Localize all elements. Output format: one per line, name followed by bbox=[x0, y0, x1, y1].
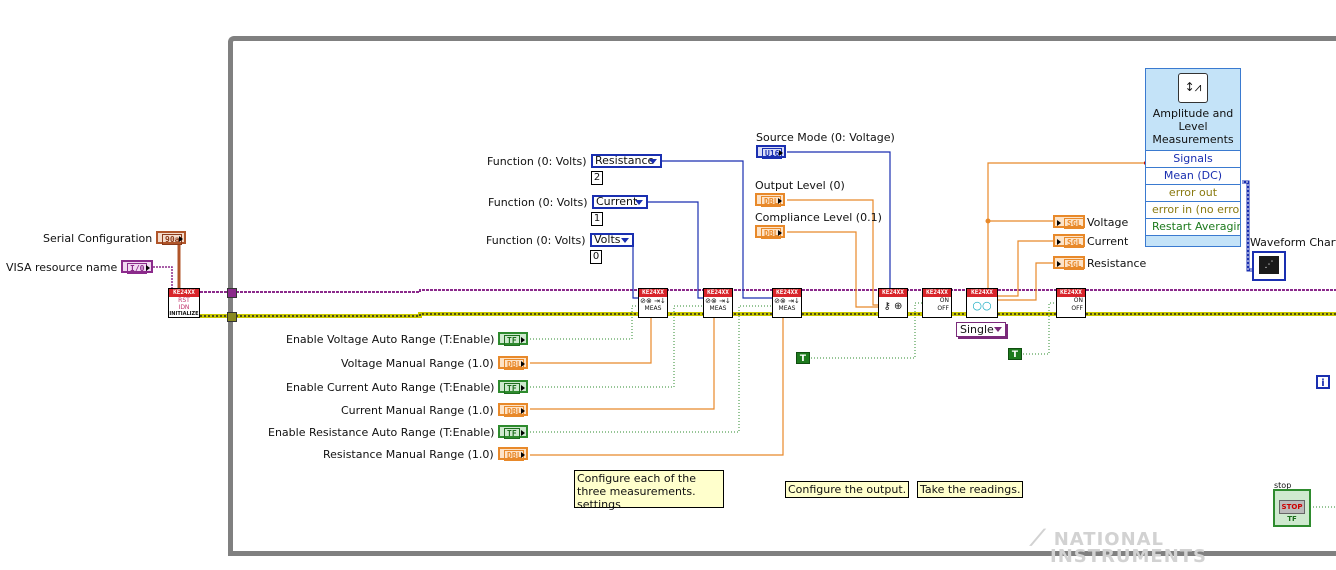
stop-label: stop bbox=[1274, 481, 1292, 490]
terminal-arrow-icon bbox=[179, 236, 183, 242]
true-constant-output[interactable]: T bbox=[796, 352, 810, 364]
dropdown-arrow-icon bbox=[621, 238, 629, 243]
terminal-mean-dc[interactable]: Mean (DC) bbox=[1146, 167, 1240, 184]
ring-index-0: 0 bbox=[590, 250, 602, 264]
function-ring-current[interactable]: Current bbox=[592, 195, 648, 209]
serial-configuration-terminal[interactable]: 90a bbox=[156, 231, 186, 245]
terminal-restart-averaging[interactable]: Restart Averaging bbox=[1146, 218, 1240, 235]
enable-current-auto-range-label: Enable Current Auto Range (T:Enable) bbox=[286, 381, 495, 394]
terminal-arrow-icon bbox=[778, 198, 782, 204]
ring-index-2: 2 bbox=[591, 171, 603, 185]
comment-configure-output: Configure the output. bbox=[785, 481, 910, 498]
waveform-chart-label: Waveform Chart bbox=[1250, 236, 1336, 249]
dropdown-arrow-icon bbox=[649, 159, 657, 164]
terminal-arrow-icon bbox=[521, 452, 525, 458]
voltage-label: Voltage bbox=[1087, 216, 1129, 229]
terminal-arrow-icon bbox=[1057, 220, 1061, 226]
visa-resource-name-terminal[interactable]: I/0 bbox=[121, 260, 153, 274]
measure-icon: ⊘⊗ ⇥↓ bbox=[705, 297, 731, 305]
terminal-arrow-icon bbox=[779, 150, 783, 156]
terminal-arrow-icon bbox=[521, 361, 525, 367]
enable-resistance-auto-range-label: Enable Resistance Auto Range (T:Enable) bbox=[268, 426, 495, 439]
amplitude-level-express-vi[interactable]: ↕⩘ Amplitude and Level Measurements Sign… bbox=[1145, 68, 1241, 247]
initialize-label: INITIALIZE bbox=[169, 311, 199, 317]
function-volts-label: Function (0: Volts) bbox=[486, 234, 586, 247]
enable-voltage-auto-range-label: Enable Voltage Auto Range (T:Enable) bbox=[286, 333, 495, 346]
function-ring-resistance[interactable]: Resistance bbox=[591, 154, 662, 168]
voltage-indicator[interactable]: SGL bbox=[1053, 215, 1085, 229]
chart-icon: ⋰ bbox=[1259, 256, 1279, 274]
output-level-label: Output Level (0) bbox=[755, 179, 845, 192]
terminal-arrow-icon bbox=[521, 385, 525, 391]
ring-index-1: 1 bbox=[591, 212, 603, 226]
true-constant-output-off[interactable]: T bbox=[1008, 348, 1022, 360]
terminal-error-in[interactable]: error in (no error) bbox=[1146, 201, 1240, 218]
waveform-chart-terminal[interactable]: ⋰ bbox=[1252, 251, 1286, 281]
ni-eagle-icon: ⟋ bbox=[1030, 526, 1047, 551]
ke24xx-configure-source-vi[interactable]: KE24XX ⚷ ⊕ bbox=[878, 288, 908, 318]
resistance-manual-range-label: Resistance Manual Range (1.0) bbox=[323, 448, 494, 461]
function-ring-volts[interactable]: Volts bbox=[590, 233, 634, 247]
comment-configure-measurements: Configure each of the three measurements… bbox=[574, 470, 724, 511]
visa-shift-tunnel bbox=[227, 288, 237, 298]
current-indicator[interactable]: SGL bbox=[1053, 234, 1085, 248]
source-mode-label: Source Mode (0: Voltage) bbox=[756, 131, 895, 144]
function-current-label: Function (0: Volts) bbox=[488, 196, 588, 209]
ke24xx-configure-meas-vi-1[interactable]: KE24XX ⊘⊗ ⇥↓ MEAS bbox=[638, 288, 668, 318]
current-manual-range-terminal[interactable]: DBL bbox=[498, 403, 528, 417]
terminal-error-out[interactable]: error out bbox=[1146, 184, 1240, 201]
ke24xx-configure-meas-vi-3[interactable]: KE24XX ⊘⊗ ⇥↓ MEAS bbox=[772, 288, 802, 318]
current-label: Current bbox=[1087, 235, 1129, 248]
resistance-manual-range-terminal[interactable]: DBL bbox=[498, 447, 528, 461]
current-manual-range-label: Current Manual Range (1.0) bbox=[341, 404, 494, 417]
ke24xx-configure-meas-vi-2[interactable]: KE24XX ⊘⊗ ⇥↓ MEAS bbox=[703, 288, 733, 318]
visa-resource-name-label: VISA resource name bbox=[6, 261, 118, 274]
terminal-arrow-icon bbox=[778, 230, 782, 236]
dropdown-arrow-icon bbox=[635, 200, 643, 205]
terminal-arrow-icon bbox=[1057, 261, 1061, 267]
enable-resistance-auto-range-terminal[interactable]: TF bbox=[498, 425, 528, 439]
glasses-icon: ○○ bbox=[972, 299, 992, 312]
function-resistance-label: Function (0: Volts) bbox=[487, 155, 587, 168]
enable-voltage-auto-range-terminal[interactable]: TF bbox=[498, 332, 528, 346]
voltage-manual-range-label: Voltage Manual Range (1.0) bbox=[341, 357, 494, 370]
measure-icon: ⊘⊗ ⇥↓ bbox=[640, 297, 666, 305]
resistance-indicator[interactable]: SGL bbox=[1053, 256, 1085, 270]
voltage-manual-range-terminal[interactable]: DBL bbox=[498, 356, 528, 370]
error-shift-tunnel bbox=[227, 312, 237, 322]
comment-take-readings: Take the readings. bbox=[917, 481, 1024, 498]
resistance-label: Resistance bbox=[1087, 257, 1147, 270]
terminal-arrow-icon bbox=[521, 430, 525, 436]
amplitude-measurement-icon: ↕⩘ bbox=[1178, 73, 1208, 103]
read-mode-ring[interactable]: Single bbox=[956, 322, 1006, 337]
dropdown-arrow-icon bbox=[994, 327, 1002, 332]
enable-current-auto-range-terminal[interactable]: TF bbox=[498, 380, 528, 394]
terminal-arrow-icon bbox=[521, 408, 525, 414]
terminal-arrow-icon bbox=[146, 265, 150, 271]
terminal-signals[interactable]: Signals bbox=[1146, 150, 1240, 167]
stop-button-terminal[interactable]: STOP TF bbox=[1273, 489, 1311, 527]
output-level-terminal[interactable]: DBL bbox=[755, 193, 785, 207]
serial-configuration-label: Serial Configuration bbox=[43, 232, 153, 245]
measure-icon: ⊘⊗ ⇥↓ bbox=[774, 297, 800, 305]
source-wrench-icon: ⚷ ⊕ bbox=[883, 301, 903, 312]
stop-button[interactable]: STOP bbox=[1279, 500, 1305, 514]
iteration-terminal: i bbox=[1316, 375, 1330, 389]
national-instruments-logo: ⟋ NATIONAL INSTRUMENTS bbox=[1030, 526, 1207, 567]
source-mode-terminal[interactable]: U16 bbox=[756, 145, 786, 159]
express-vi-title: Amplitude and Level Measurements bbox=[1152, 107, 1234, 146]
ke24xx-read-vi[interactable]: KE24XX ○○ bbox=[966, 288, 998, 318]
compliance-level-label: Compliance Level (0.1) bbox=[755, 211, 882, 224]
terminal-arrow-icon bbox=[1057, 239, 1061, 245]
compliance-level-terminal[interactable]: DBL bbox=[755, 225, 785, 239]
terminal-arrow-icon bbox=[521, 337, 525, 343]
